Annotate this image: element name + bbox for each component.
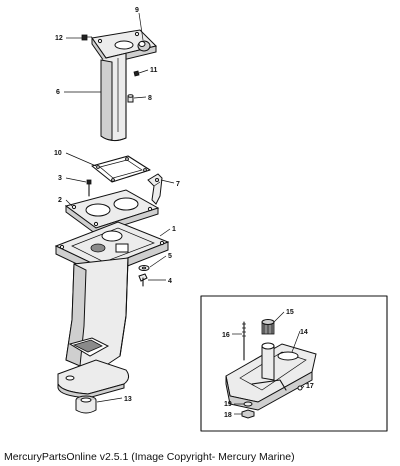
pump-base-part (225, 342, 317, 411)
callout-3: 3 (58, 175, 62, 182)
callout-4: 4 (168, 278, 172, 285)
callout-17: 17 (306, 383, 314, 390)
adapter-plate-part (64, 189, 160, 235)
nut-part-inset (241, 409, 255, 419)
callout-13: 13 (124, 396, 132, 403)
callout-15: 15 (286, 309, 294, 316)
callout-labels: 9 12 11 6 8 10 3 7 2 1 5 4 13 15 14 16 1… (54, 7, 314, 419)
callout-14: 14 (300, 329, 308, 336)
exhaust-tube-part (91, 29, 157, 142)
small-bolt-part (133, 70, 140, 77)
callout-8: 8 (148, 95, 152, 102)
impeller-insert-part (261, 319, 275, 335)
stud-part-inset (242, 321, 246, 361)
driveshaft-housing-part (54, 221, 170, 399)
plug-part (137, 40, 151, 52)
callout-18: 18 (224, 412, 232, 419)
stud-part (127, 94, 134, 103)
bolt-part-right (138, 273, 148, 287)
screw-part-top (81, 34, 92, 41)
rubber-mount-part (75, 395, 97, 414)
gasket-upper-part (91, 155, 151, 183)
callout-9: 9 (135, 7, 139, 14)
callout-16: 16 (222, 332, 230, 339)
callout-7: 7 (176, 181, 180, 188)
callout-10: 10 (54, 150, 62, 157)
image-caption: MercuryPartsOnline v2.5.1 (Image Copyrig… (4, 451, 295, 463)
leader-lines (64, 12, 305, 415)
bracket-part (147, 173, 163, 205)
washer-part (138, 265, 150, 271)
screw-part-inset (297, 385, 303, 391)
callout-19: 19 (224, 401, 232, 408)
callout-5: 5 (168, 253, 172, 260)
callout-12: 12 (55, 35, 63, 42)
callout-11: 11 (150, 67, 158, 74)
callout-6: 6 (56, 89, 60, 96)
bolt-part-left (86, 179, 92, 197)
washer-part-inset (243, 401, 253, 407)
callout-2: 2 (58, 197, 62, 204)
callout-1: 1 (172, 226, 176, 233)
inset-detail-box (200, 295, 388, 432)
